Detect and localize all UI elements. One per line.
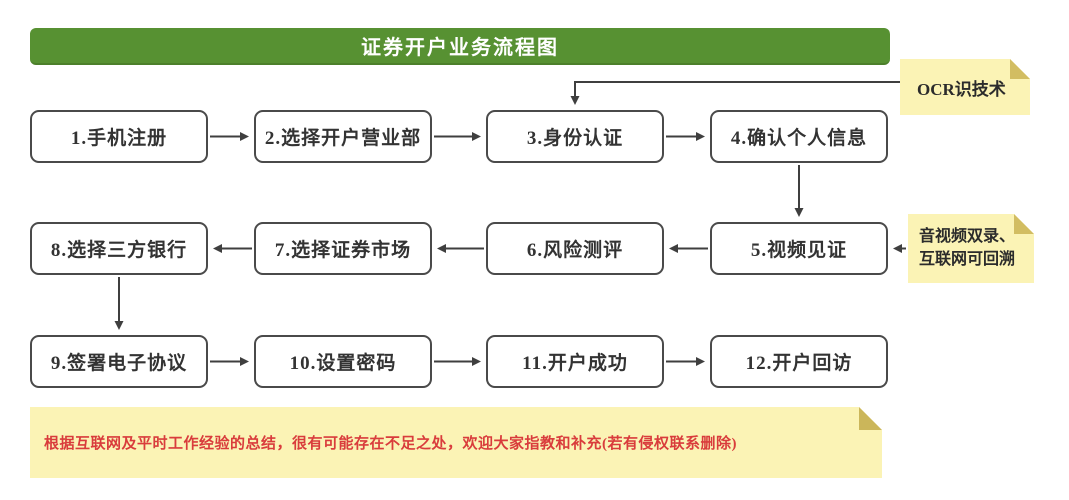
flow-step-3: 3.身份认证 — [486, 110, 664, 163]
sticky-note-av-line1: 音视频双录、 — [919, 228, 1016, 246]
diagram-title: 证券开户业务流程图 — [30, 28, 890, 65]
flow-step-10: 10.设置密码 — [254, 335, 432, 388]
flow-step-12: 12.开户回访 — [710, 335, 888, 388]
flow-step-6: 6.风险测评 — [486, 222, 664, 275]
sticky-note-disclaimer: 根据互联网及平时工作经验的总结，很有可能存在不足之处，欢迎大家指教和补充(若有侵… — [30, 407, 882, 478]
sticky-note-ocr: OCR识技术 — [900, 59, 1030, 115]
flow-step-9: 9.签署电子协议 — [30, 335, 208, 388]
sticky-note-ocr-text: OCR识技术 — [917, 79, 1006, 99]
sticky-note-disclaimer-text: 根据互联网及平时工作经验的总结，很有可能存在不足之处，欢迎大家指教和补充(若有侵… — [44, 436, 737, 452]
sticky-note-audio-video: 音视频双录、 互联网可回溯 — [908, 214, 1034, 283]
flow-step-7: 7.选择证券市场 — [254, 222, 432, 275]
flow-step-5: 5.视频见证 — [710, 222, 888, 275]
flow-step-8: 8.选择三方银行 — [30, 222, 208, 275]
flow-step-2: 2.选择开户营业部 — [254, 110, 432, 163]
flow-step-4: 4.确认个人信息 — [710, 110, 888, 163]
flow-step-11: 11.开户成功 — [486, 335, 664, 388]
flow-step-1: 1.手机注册 — [30, 110, 208, 163]
sticky-note-av-line2: 互联网可回溯 — [919, 250, 1016, 268]
